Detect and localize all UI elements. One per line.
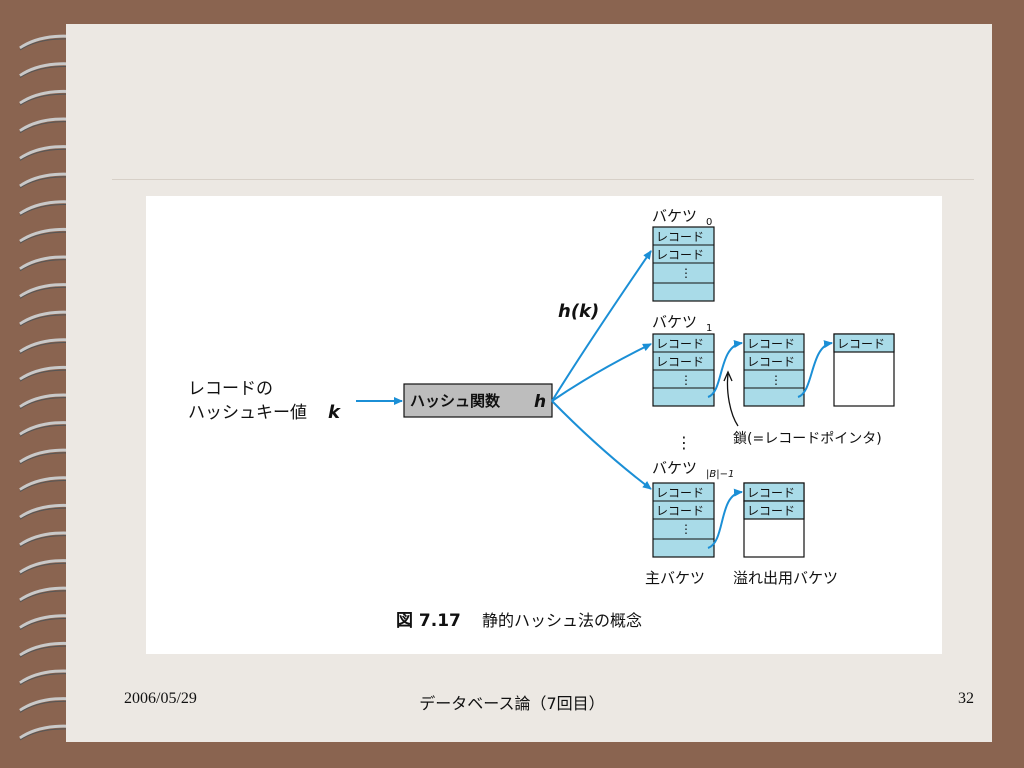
bucket0-record1: レコード: [656, 230, 704, 244]
hash-arrow-bucket1: [551, 343, 652, 402]
overflow-bucket-1b: レコード: [833, 333, 895, 407]
bucket0: レコード レコード ⋮: [652, 226, 715, 302]
bucket0-dots: ⋮: [680, 266, 692, 280]
bucket1-label: バケツ: [652, 313, 697, 331]
hash-arrow-bucket0: [551, 250, 652, 402]
chain-arrow-2: [797, 340, 833, 398]
bucketB-subscript: |B|−1: [706, 469, 734, 480]
input-var: k: [328, 402, 341, 423]
title-divider: [112, 179, 974, 180]
bucket1-subscript: 1: [706, 323, 712, 334]
hk-label: h(k): [558, 301, 599, 322]
bucket1: レコード レコード ⋮: [652, 333, 715, 407]
chain-label: 鎖(=レコードポインタ): [733, 431, 882, 447]
overflow-bucket-label: 溢れ出用バケツ: [733, 569, 838, 587]
bucket1-record1: レコード: [656, 337, 704, 351]
input-label-line1: レコードの: [188, 379, 273, 399]
bucketB: レコード レコード ⋮: [652, 482, 715, 558]
buckets-ellipsis: ⋮: [676, 433, 692, 452]
bucket1-record2: レコード: [656, 355, 704, 369]
chain-pointer-arrowhead: [723, 370, 733, 382]
bucketB-label: バケツ: [652, 459, 697, 477]
overflow1a-dots: ⋮: [770, 373, 782, 387]
chain-arrow-3: [707, 488, 743, 549]
hash-figure: レコードの ハッシュキー値 k ハッシュ関数 h h(k) バケツ 0 レコード…: [146, 196, 942, 654]
overflow1a-record2: レコード: [747, 355, 795, 369]
caption-text: 静的ハッシュ法の概念: [482, 611, 642, 630]
input-label-line2: ハッシュキー値: [188, 403, 307, 423]
bucket0-subscript: 0: [706, 217, 712, 228]
hash-function-label: ハッシュ関数: [410, 392, 501, 410]
overflow1a-record1: レコード: [747, 337, 795, 351]
overflowB-record2: レコード: [747, 504, 795, 518]
footer-page-number: 32: [958, 690, 974, 707]
chain-pointer-arrow: [726, 373, 739, 427]
bucketB-record2: レコード: [656, 504, 704, 518]
caption-number: 図 7.17: [396, 611, 461, 631]
bucket0-record2: レコード: [656, 248, 704, 262]
overflow-bucket-1a: レコード レコード ⋮: [743, 333, 805, 407]
bucketB-record1: レコード: [656, 486, 704, 500]
overflowB-record1: レコード: [747, 486, 795, 500]
chain-arrow-1: [707, 340, 743, 398]
overflow-bucket-B: レコード レコード: [743, 482, 805, 558]
bucket0-label: バケツ: [652, 207, 697, 225]
hash-arrow-bucketB: [551, 400, 652, 490]
footer-date: 2006/05/29: [124, 690, 197, 707]
main-bucket-label: 主バケツ: [645, 569, 705, 587]
bucketB-dots: ⋮: [680, 522, 692, 536]
overflow1b-record1: レコード: [837, 337, 885, 351]
hash-function-var: h: [534, 392, 546, 412]
bucket1-dots: ⋮: [680, 373, 692, 387]
footer-title: データベース論（7回目）: [419, 694, 605, 713]
